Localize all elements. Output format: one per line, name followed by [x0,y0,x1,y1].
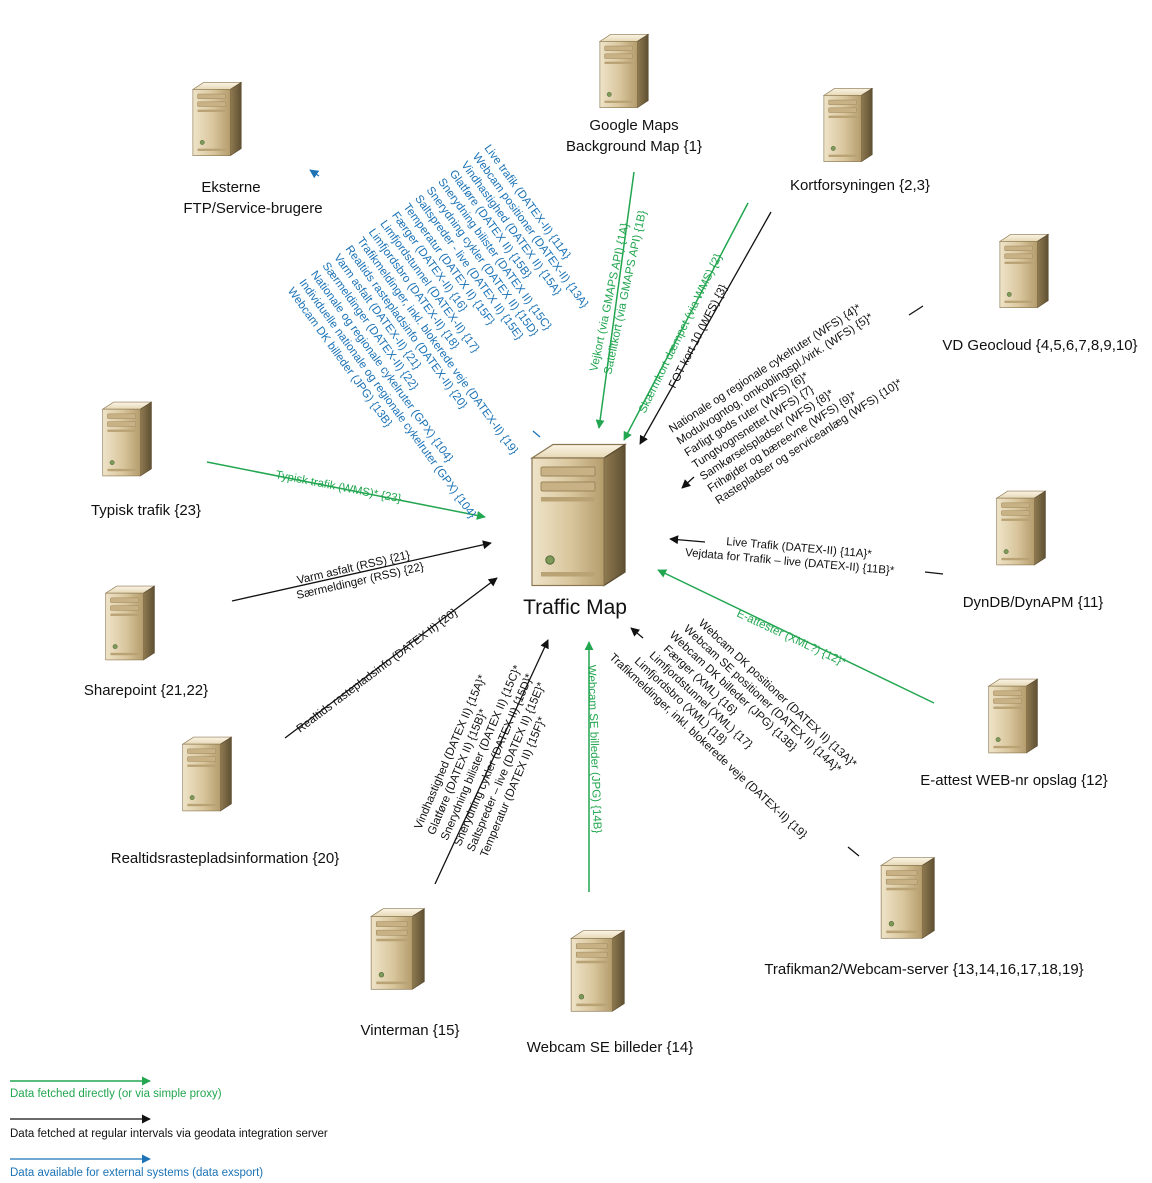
server-icon [999,233,1049,309]
google-maps-label-line1: Google Maps [589,117,678,134]
arrow-dyndb [669,535,706,545]
traffic-map-label: Traffic Map [523,596,627,619]
arrow-realtids [284,577,498,739]
server-icon [182,736,232,812]
typisk-trafik-node: Typisk trafik {23} [91,401,201,519]
server-icon [105,585,155,661]
realtids-label: Realtidsrastepladsinformation {20} [111,850,339,867]
vinterman-node: Vinterman {15} [361,908,460,1039]
server-icon [531,443,626,587]
legend-label-export: Data available for external systems (dat… [10,1167,263,1179]
vd-geocloud-label: VD Geocloud {4,5,6,7,8,9,10} [942,337,1137,354]
arrow-typisk [206,461,486,520]
edge-label-line: Skærmkort dæmpet (via WMS) {2} [637,252,725,415]
label-group-dyndb: Live Trafik (DATEX-II) {11A}* Vejdata fo… [685,533,897,578]
edge-label-line: Realtids rastepladsinfo (DATEX II) {20} [295,607,460,736]
arrow-eattest [657,569,935,704]
kortforsyningen-node: Kortforsyningen {2,3} [790,87,930,194]
e-attest-label: E-attest WEB-nr opslag {12} [920,772,1108,789]
server-icon [996,490,1046,566]
arrow-vinterman [434,639,549,885]
trafikman-label: Trafikman2/Webcam-server {13,14,16,17,18… [764,961,1083,978]
google-maps-label-line2: Background Map {1} [566,138,702,155]
arrow-vdgeocloud-stub [908,305,924,316]
realtids-node: Realtidsrastepladsinformation {20} [111,736,339,867]
eksterne-label-line2: FTP/Service-brugere [183,200,322,217]
label-group-realtids: Realtids rastepladsinfo (DATEX II) {20} [295,607,460,736]
arrow-sharepoint [231,540,492,602]
label-group-vinterman: Vindhastighed (DATEX II) {15A}* Glatføre… [413,650,565,860]
arrow-kort-black [639,211,772,445]
server-icon [823,87,873,163]
edge-label-line: Webcam SE billeder (JPG) {14B} [585,665,603,834]
label-group-webcamse: Webcam SE billeder (JPG) {14B} [585,665,603,834]
server-icon [599,33,649,109]
sharepoint-node: Sharepoint {21,22} [84,585,208,699]
arrow-eksterne [309,169,320,179]
arrow-eksterne-stub [532,430,541,438]
connector-arrows [206,169,944,892]
eksterne-node: Eksterne FTP/Service-brugere [183,81,323,217]
sharepoint-label: Sharepoint {21,22} [84,682,208,699]
arrow-vdgeocloud [681,476,695,489]
webcam-se-label: Webcam SE billeder {14} [527,1039,694,1056]
label-group-trafikman: Webcam DK positioner (DATEX II) {13A}* W… [607,589,868,842]
dyndb-label: DynDB/DynAPM {11} [963,594,1104,611]
typisk-trafik-label: Typisk trafik {23} [91,502,201,519]
edge-label-line: Typisk trafik (WMS)* {23} [274,469,402,505]
server-icon [988,678,1038,754]
server-icon [102,401,152,477]
server-icon [570,930,625,1012]
legend-label-direct: Data fetched directly (or via simple pro… [10,1088,222,1100]
traffic-map-node: Traffic Map [523,443,627,619]
kortforsyningen-label: Kortforsyningen {2,3} [790,177,930,194]
google-maps-node: Google Maps Background Map {1} [566,33,702,155]
arrow-kort-green [623,202,749,441]
label-group-kort-green: Skærmkort dæmpet (via WMS) {2} [637,252,725,415]
webcam-se-node: Webcam SE billeder {14} [527,930,694,1056]
dyndb-node: DynDB/DynAPM {11} [963,490,1104,611]
label-group-eattest: E-attester (XML?) {12}* [735,608,848,669]
label-group-sharepoint: Varm asfalt (RSS) {21} Særmeldinger (RSS… [292,547,425,602]
arrow-google [595,171,635,429]
vd-geocloud-node: VD Geocloud {4,5,6,7,8,9,10} [942,233,1138,354]
server-icon [880,857,935,939]
label-group-typisk: Typisk trafik (WMS)* {23} [274,469,402,505]
edge-label-line: E-attester (XML?) {12}* [735,608,848,669]
arrow-trafikman [630,627,644,639]
e-attest-node: E-attest WEB-nr opslag {12} [920,678,1108,789]
vinterman-label: Vinterman {15} [361,1022,460,1039]
legend: Data fetched directly (or via simple pro… [10,1076,328,1179]
arrow-trafikman-stub [847,846,860,857]
server-icon [370,908,425,990]
legend-label-regular: Data fetched at regular intervals via ge… [10,1128,328,1140]
eksterne-label-line1: Eksterne [201,179,260,196]
arrow-dyndb-stub [924,571,944,575]
label-group-google: Vejkort (via GMAPS API) {1A} Satelitkort… [588,206,649,375]
server-icon [192,81,242,157]
trafikman-node: Trafikman2/Webcam-server {13,14,16,17,18… [764,857,1084,978]
